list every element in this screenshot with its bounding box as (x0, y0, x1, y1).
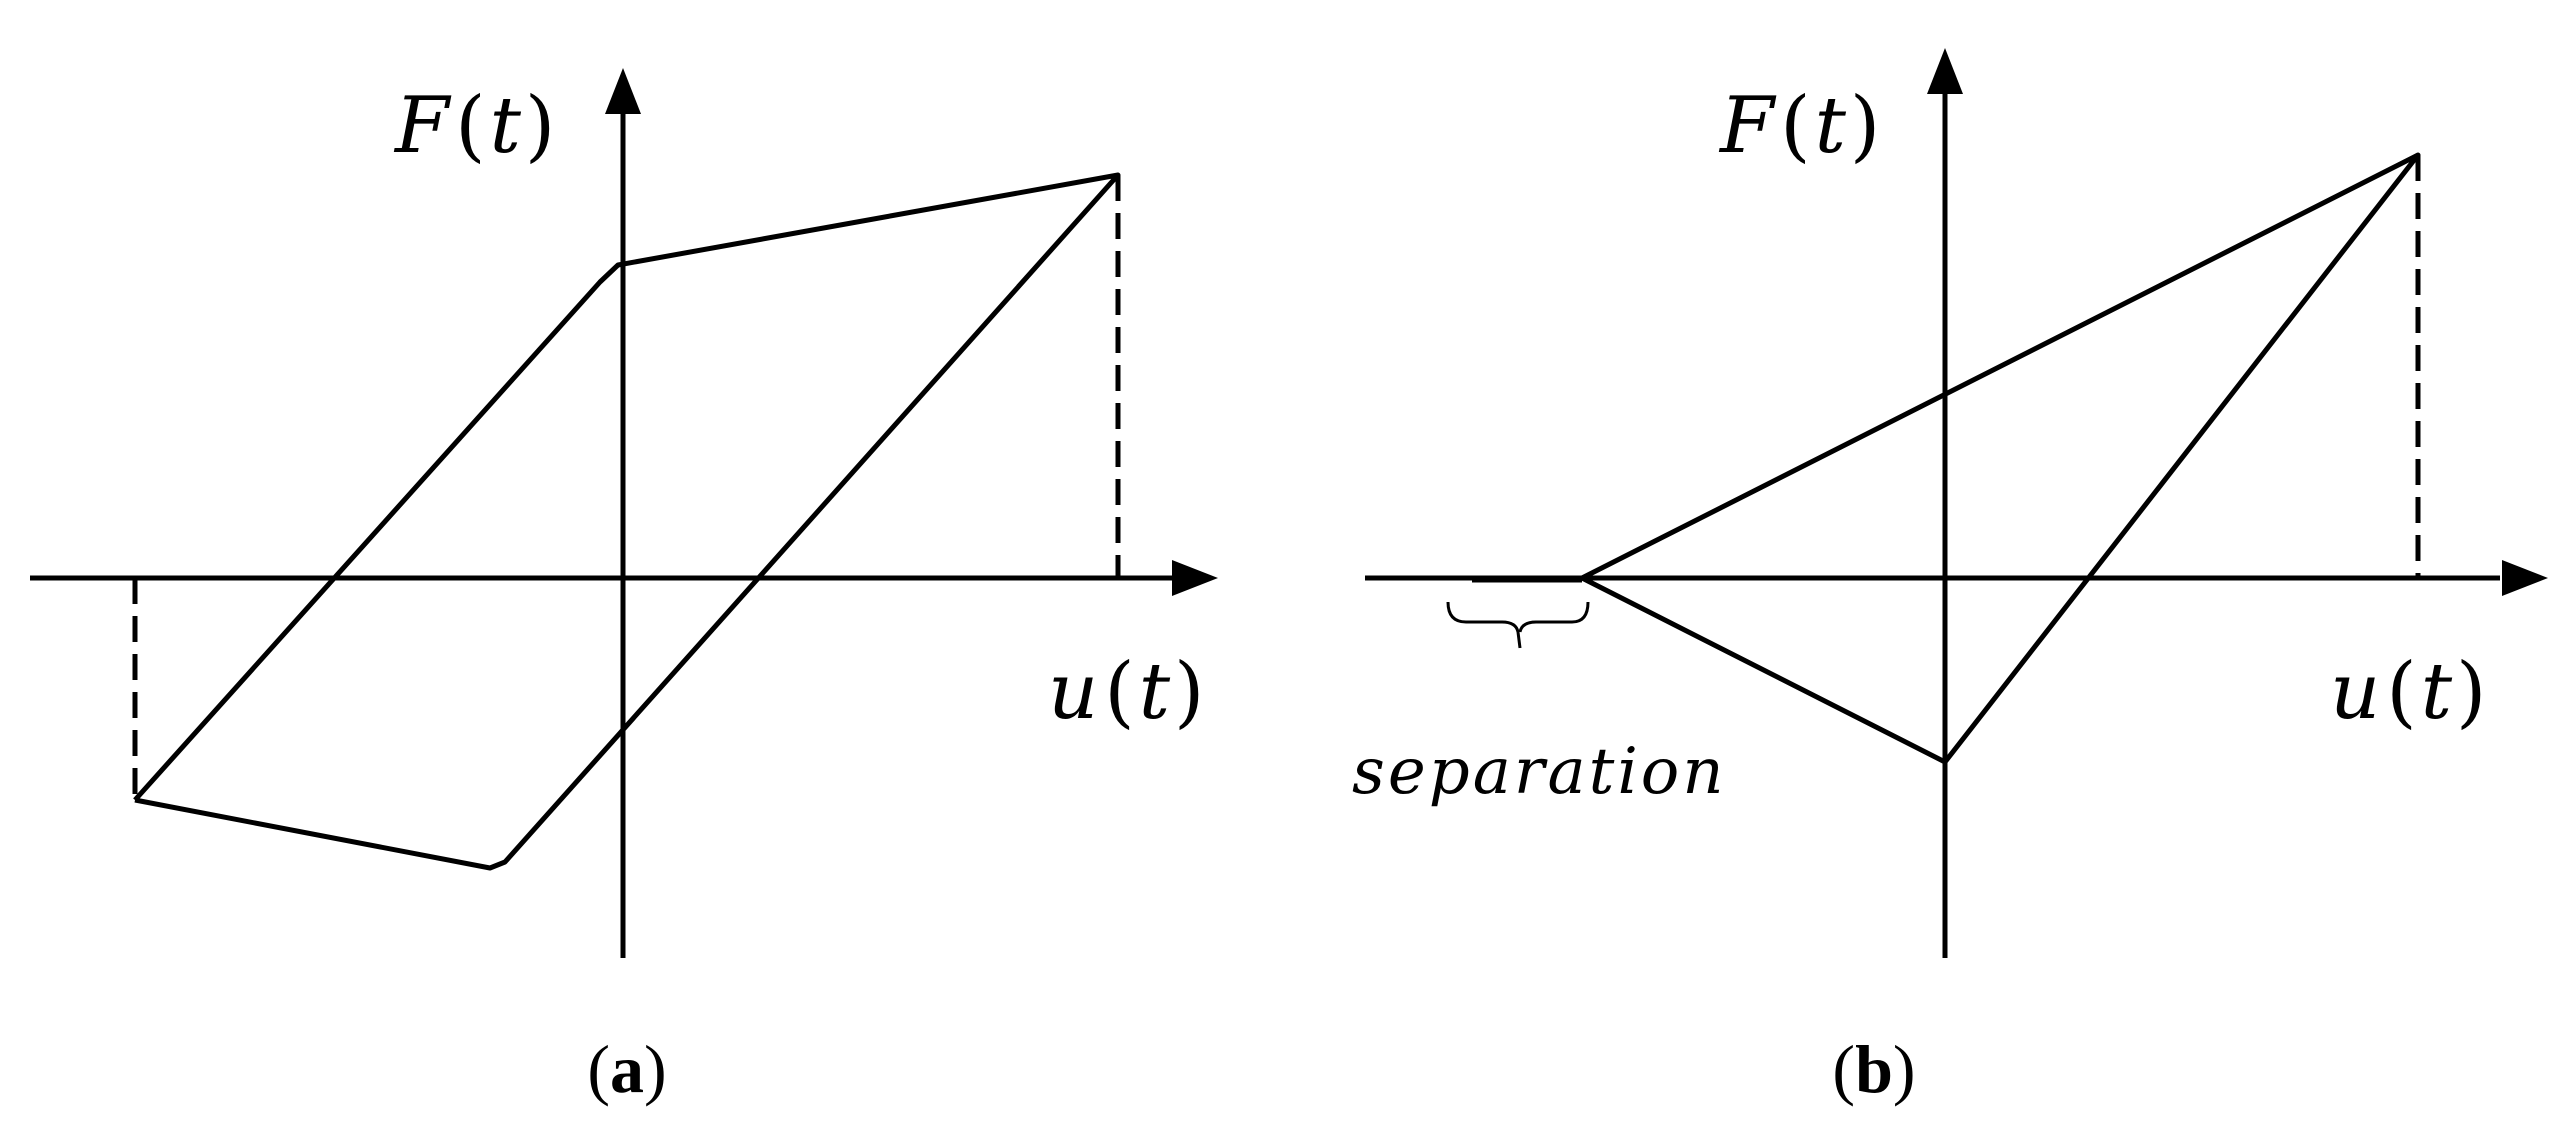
panel-a-y-axis-arrowhead (605, 68, 641, 114)
panel-b-y-axis-label: F(t) (1718, 81, 1880, 171)
panel-b: separation F(t) u(t) (b) (1352, 48, 2548, 1107)
panel-b-y-axis-arrowhead (1927, 48, 1963, 94)
panel-b-x-axis-arrowhead (2502, 560, 2548, 596)
panel-b-x-axis-label: u(t) (2330, 647, 2486, 737)
panel-a-caption: (a) (587, 1031, 666, 1107)
panel-a-x-axis-arrowhead (1172, 560, 1218, 596)
panel-a-x-axis-label: u(t) (1048, 647, 1204, 737)
panel-b-pinched-loop (1580, 152, 2421, 765)
panel-b-separation-bracket (1446, 601, 1590, 649)
panel-b-separation-label: separation (1352, 735, 1727, 809)
panel-a-hysteresis-loop (133, 172, 1121, 871)
panel-a-y-axis-label: F(t) (393, 81, 555, 171)
panel-a: F(t) u(t) (a) (30, 68, 1218, 1107)
panel-b-caption: (b) (1832, 1031, 1915, 1107)
